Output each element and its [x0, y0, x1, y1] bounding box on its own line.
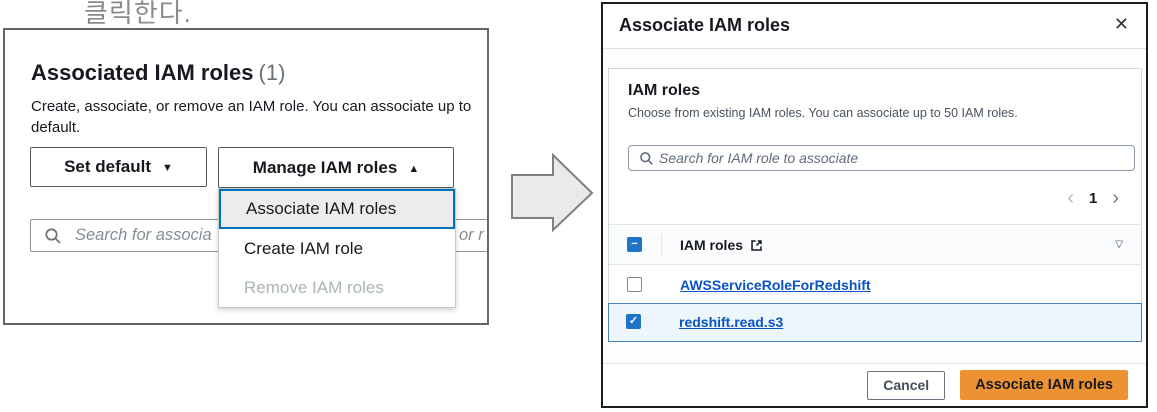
row-checkbox[interactable]	[627, 277, 642, 292]
column-divider	[661, 234, 662, 257]
panel-description: Create, associate, or remove an IAM role…	[31, 96, 471, 138]
pagination-next-button[interactable]: ›	[1112, 187, 1119, 209]
iam-roles-section-description: Choose from existing IAM roles. You can …	[628, 106, 1018, 120]
associate-iam-roles-button[interactable]: Associate IAM roles	[960, 370, 1128, 400]
dropdown-item-create-iam-role[interactable]: Create IAM role	[219, 229, 455, 269]
iam-role-search-box	[628, 145, 1135, 171]
select-all-checkbox[interactable]: −	[627, 237, 642, 252]
manage-iam-roles-button[interactable]: Manage IAM roles ▲	[218, 147, 454, 188]
dropdown-item-label: Create IAM role	[244, 239, 364, 258]
iam-role-link[interactable]: redshift.read.s3	[679, 314, 784, 330]
search-placeholder-fragment-start: Search for associa	[75, 226, 212, 244]
column-header-iam-roles: IAM roles	[680, 237, 763, 253]
column-header-label: IAM roles	[680, 237, 744, 253]
close-icon[interactable]: ✕	[1107, 12, 1136, 37]
panel-title: Associated IAM roles(1)	[31, 60, 285, 86]
search-placeholder-fragment-end: or r	[459, 226, 484, 244]
search-icon	[640, 152, 653, 165]
search-icon	[45, 228, 61, 244]
table-row-selected[interactable]: ✓ redshift.read.s3	[608, 303, 1142, 342]
cancel-button[interactable]: Cancel	[867, 370, 946, 400]
set-default-button[interactable]: Set default ▼	[30, 147, 207, 187]
dropdown-item-remove-iam-roles: Remove IAM roles	[219, 269, 455, 307]
role-count-badge: (1)	[258, 60, 286, 85]
manage-iam-roles-label: Manage IAM roles	[252, 157, 398, 177]
panel-description-line1: Create, associate, or remove an IAM role…	[31, 98, 472, 115]
associated-iam-roles-panel: Associated IAM roles(1) Create, associat…	[3, 28, 489, 325]
column-sort-icon[interactable]: ▽	[1115, 239, 1123, 250]
caret-up-icon: ▲	[408, 162, 420, 175]
caption-korean: 클릭한다.	[84, 0, 192, 28]
panel-description-line2: default.	[31, 119, 81, 136]
table-header-row: − IAM roles ▽	[609, 224, 1141, 265]
set-default-label: Set default	[64, 157, 151, 176]
associate-iam-roles-modal: Associate IAM roles ✕ IAM roles Choose f…	[601, 2, 1148, 408]
pagination: ‹ 1 ›	[1065, 188, 1121, 208]
dropdown-item-associate-iam-roles[interactable]: Associate IAM roles	[219, 189, 455, 229]
iam-roles-section-title: IAM roles	[628, 82, 701, 99]
iam-roles-card: IAM roles Choose from existing IAM roles…	[608, 68, 1142, 342]
right-arrow-graphic	[511, 152, 594, 233]
modal-header: Associate IAM roles ✕	[603, 4, 1146, 49]
panel-title-text: Associated IAM roles	[31, 60, 254, 85]
dropdown-item-label: Remove IAM roles	[244, 278, 384, 297]
iam-role-link[interactable]: AWSServiceRoleForRedshift	[680, 277, 871, 293]
pagination-current-page: 1	[1088, 189, 1098, 207]
modal-footer: Cancel Associate IAM roles	[603, 363, 1146, 406]
pagination-prev-button[interactable]: ‹	[1067, 187, 1074, 209]
caret-down-icon: ▼	[162, 162, 173, 174]
row-checkbox-checked[interactable]: ✓	[626, 314, 641, 329]
table-row[interactable]: AWSServiceRoleForRedshift	[609, 266, 1141, 304]
external-link-icon	[751, 239, 762, 251]
manage-iam-roles-dropdown: Associate IAM roles Create IAM role Remo…	[218, 188, 456, 308]
iam-role-search-input[interactable]	[659, 147, 1119, 169]
dropdown-item-label: Associate IAM roles	[246, 199, 397, 218]
modal-title: Associate IAM roles	[619, 15, 791, 35]
